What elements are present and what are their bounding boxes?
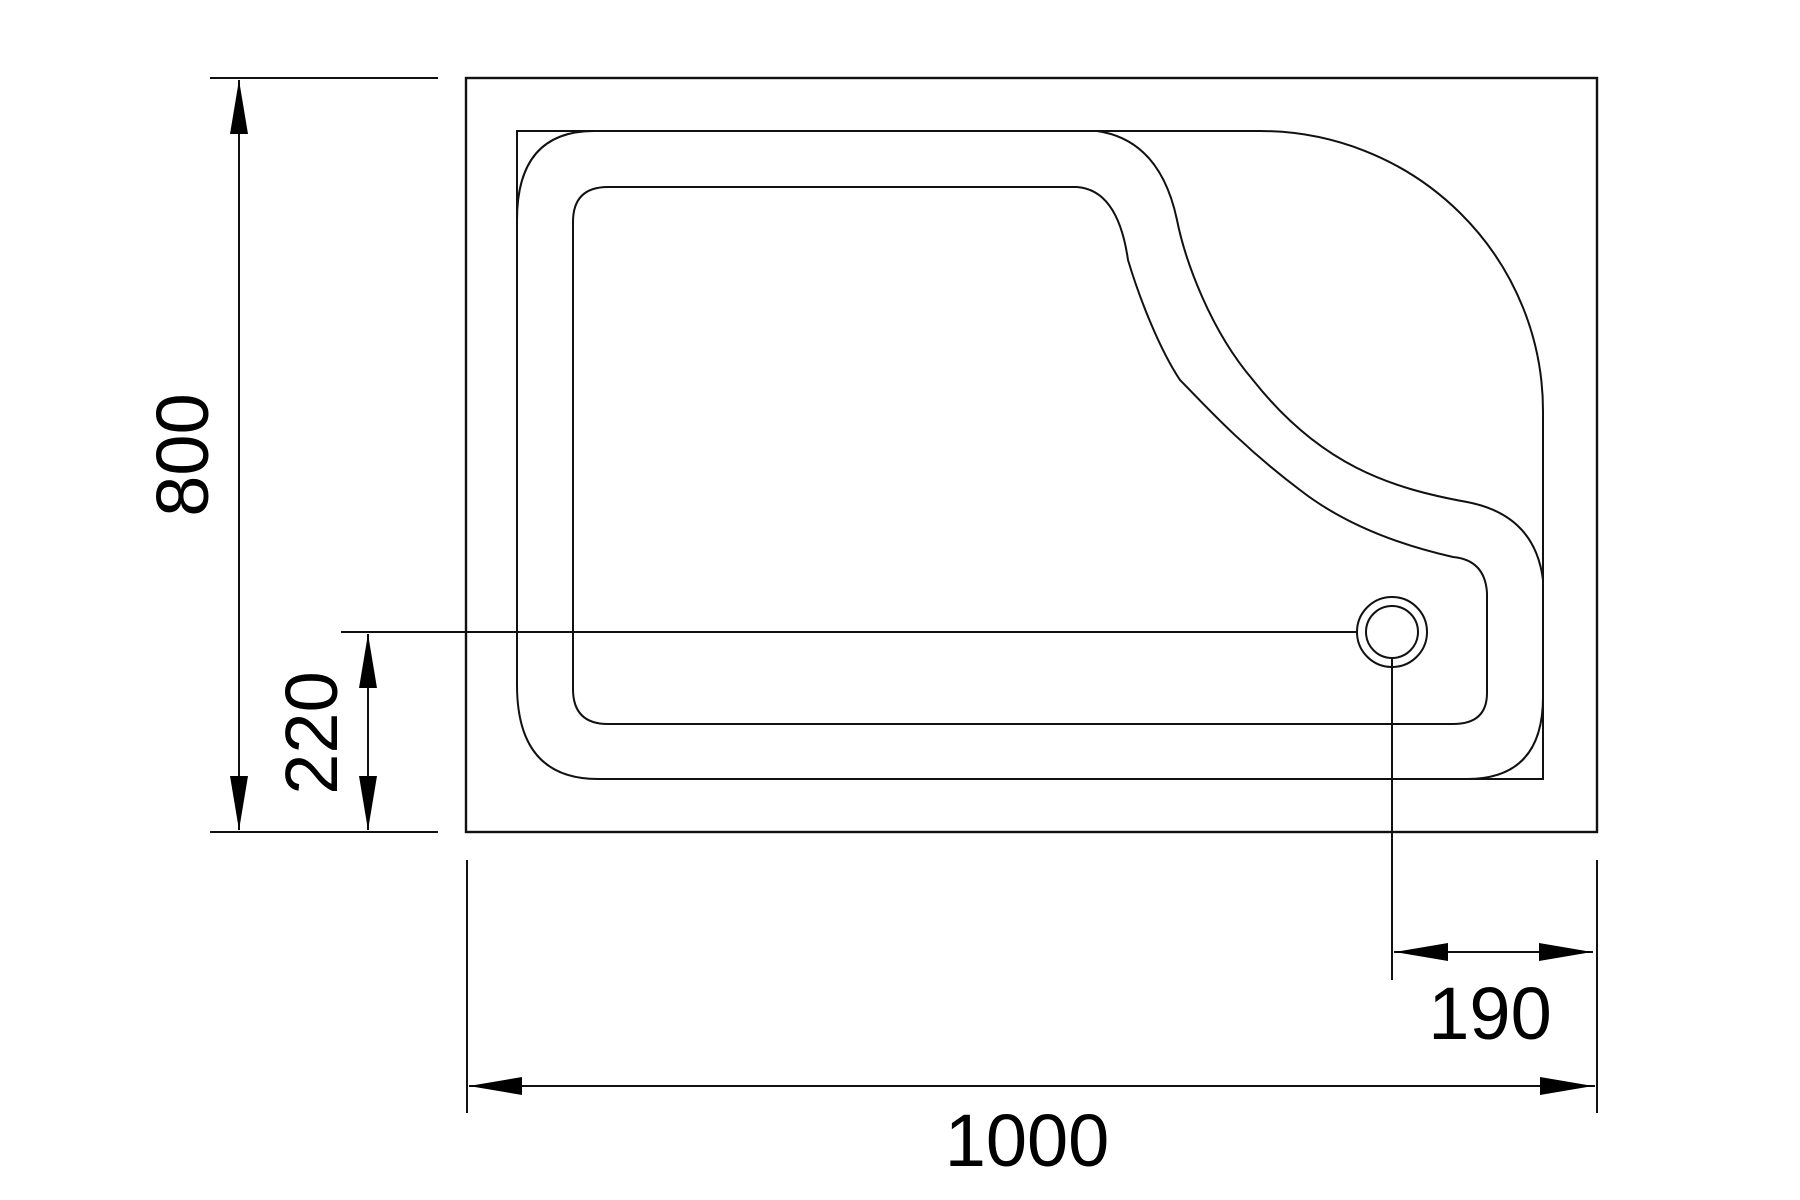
tray-outer-rectangle <box>464 76 1599 834</box>
arrow-down-icon <box>230 776 248 830</box>
drain-from-bottom-label: 220 <box>270 671 353 794</box>
basin-inner-edge <box>572 186 1488 725</box>
arrow-right-icon <box>1540 1077 1593 1095</box>
arrow-up-icon <box>359 634 377 688</box>
drain-from-bottom-dimension: 220 <box>270 634 377 830</box>
width-label: 1000 <box>945 1099 1110 1182</box>
width-dimension: 1000 <box>466 860 1598 1182</box>
depth-label: 800 <box>141 393 224 516</box>
drain-icon <box>1356 596 1428 668</box>
arrow-up-icon <box>230 80 248 134</box>
drain-from-right-label: 190 <box>1428 972 1551 1055</box>
tray-frame-outline <box>516 130 1544 780</box>
arrow-right-icon <box>1539 943 1592 961</box>
drain-from-right-dimension: 190 <box>1394 943 1593 1055</box>
depth-dimension: 800 <box>141 77 438 833</box>
arrow-down-icon <box>359 776 377 830</box>
basin-outer-rim <box>516 130 1544 780</box>
arrow-left-icon <box>469 1077 522 1095</box>
arrow-left-icon <box>1395 943 1448 961</box>
